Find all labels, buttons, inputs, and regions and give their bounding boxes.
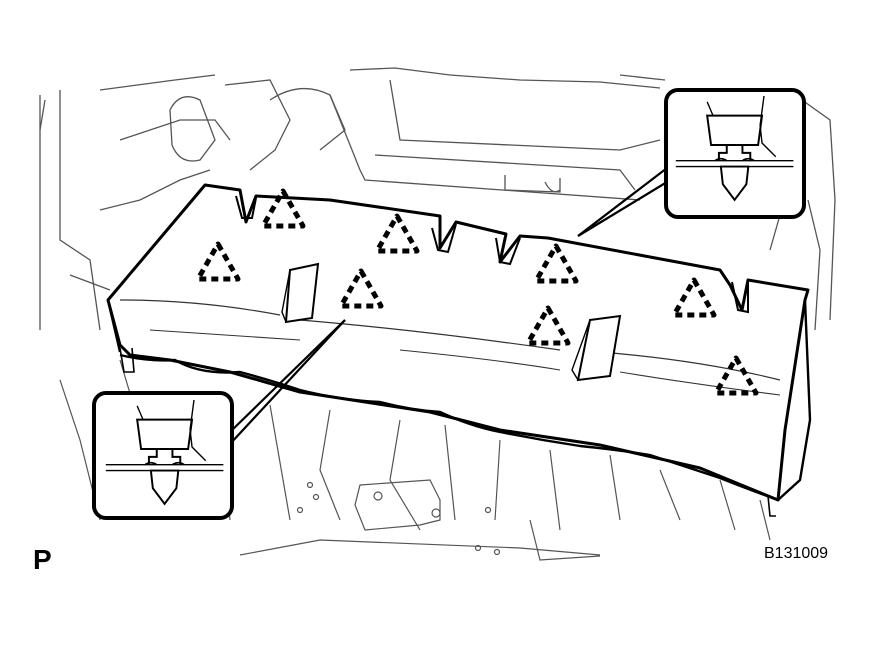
clip-detail-callout-lower [92, 391, 234, 520]
vehicle-body-background [39, 67, 836, 331]
leader-lines [229, 167, 668, 445]
view-label: P [33, 544, 52, 575]
clip-detail-callout-upper [664, 88, 806, 219]
undercover-panel [106, 183, 812, 517]
figure-id: B131009 [764, 545, 829, 562]
floor-holes [296, 481, 501, 556]
